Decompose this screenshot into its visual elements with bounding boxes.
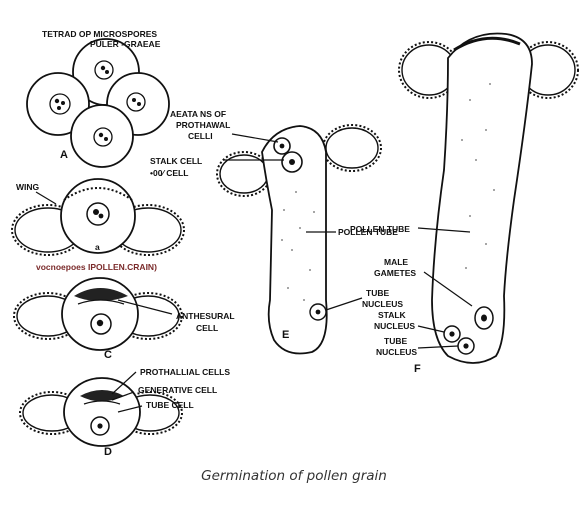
pollen-tube-f-label: POLLEN TUBE bbox=[350, 224, 410, 234]
label-a: A bbox=[60, 149, 68, 161]
prothallial-cells-label: PROTHALLIAL CELLS bbox=[140, 367, 230, 377]
label-f: F bbox=[414, 363, 421, 375]
label-small-a: a bbox=[95, 242, 100, 252]
anthesural-label: ANTHESURAL bbox=[176, 311, 235, 321]
pollen-tube-e-label: POLLEN TUBE bbox=[338, 227, 398, 237]
tube-nucleus-label-2b: NUCLEUS bbox=[376, 347, 417, 357]
generative-cell-label: GENERATIVE CELL bbox=[138, 385, 217, 395]
tube-nucleus-label-1b: NUCLEUS bbox=[362, 299, 403, 309]
pollen-grain-figure-b bbox=[11, 178, 185, 256]
label-c: C bbox=[104, 349, 112, 361]
pollen-grain-figure-c bbox=[13, 277, 183, 351]
tube-nucleus-label-1a: TUBE bbox=[366, 288, 389, 298]
label-d: D bbox=[104, 446, 112, 458]
wing-label: WING bbox=[16, 182, 40, 192]
cell-00-label: •00⁄ CELL bbox=[150, 168, 188, 178]
aeata-label-1: AEATA NS OF bbox=[170, 109, 226, 119]
aeata-label-2: PROTHAWAL bbox=[176, 120, 230, 130]
tetrad-figure-a bbox=[26, 38, 170, 168]
male-gametes-label-1: MALE bbox=[384, 257, 408, 267]
anthesural-cell-label: CELL bbox=[196, 323, 218, 333]
figure-caption: Germination of pollen grain bbox=[201, 468, 387, 484]
stalk-nucleus-label-1: STALK bbox=[378, 310, 407, 320]
label-e: E bbox=[282, 329, 289, 341]
pollen-tube-figure-f bbox=[398, 32, 579, 364]
pollen-tube-figure-e bbox=[216, 124, 382, 355]
tetrad-subtitle: PULER -GRAEAE bbox=[90, 39, 161, 49]
tube-nucleus-label-2a: TUBE bbox=[384, 336, 407, 346]
pollen-grain-label: vocnoepoes IPOLLEN.CRAIN) bbox=[36, 262, 157, 272]
male-gametes-label-2: GAMETES bbox=[374, 268, 416, 278]
pollen-grain-figure-d bbox=[19, 371, 183, 447]
stalk-nucleus-label-2: NUCLEUS bbox=[374, 321, 415, 331]
stalk-cell-label: STALK CELL bbox=[150, 156, 202, 166]
aeata-label-3: CELLI bbox=[188, 131, 213, 141]
tube-cell-label: TUBE CELL bbox=[146, 400, 194, 410]
tetrad-title: TETRAD OP MICROSPORES bbox=[42, 29, 157, 39]
